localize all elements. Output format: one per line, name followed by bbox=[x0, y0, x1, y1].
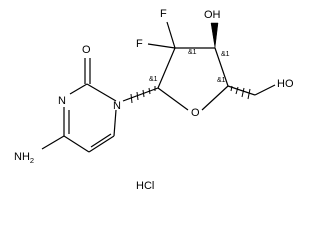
bond-n1-c1 bbox=[122, 87, 159, 102]
atom-o-carbonyl: O bbox=[82, 44, 91, 56]
atom-n3: N bbox=[58, 95, 66, 107]
bond-c2-f-left bbox=[147, 43, 176, 49]
bond-c6-n1 bbox=[113, 109, 117, 137]
nh2-base: NH bbox=[14, 151, 30, 163]
atom-oh-3: OH bbox=[204, 9, 221, 21]
bond-c4-c5 bbox=[63, 135, 90, 153]
stereo-c2: &1 bbox=[188, 49, 197, 56]
bond-c4-c5prime bbox=[227, 85, 256, 96]
hashed-wedge-c1-n1 bbox=[130, 86, 156, 104]
bond-oring-c1 bbox=[157, 87, 189, 111]
stereo-c4: &1 bbox=[217, 77, 226, 84]
stereo-c1: &1 bbox=[149, 76, 158, 83]
bond-c5prime-o bbox=[254, 84, 276, 96]
atom-nh2: NH2 bbox=[14, 151, 34, 165]
nh2-subscript: 2 bbox=[30, 156, 34, 165]
wedge-c3-oh bbox=[210, 22, 219, 49]
bonds bbox=[41, 21, 276, 153]
atom-o-ring: O bbox=[191, 107, 200, 119]
bond-c3-c4 bbox=[214, 47, 229, 87]
structure-diagram: O N N NH2 F F OH O HO &1 &1 &1 &1 HCl bbox=[14, 8, 294, 192]
atom-oh-5: HO bbox=[277, 78, 294, 90]
atom-f-top: F bbox=[160, 8, 167, 20]
atom-n1: N bbox=[113, 100, 121, 112]
bond-c5-c6 bbox=[88, 135, 115, 153]
bond-c2-n1 bbox=[86, 83, 117, 102]
bond-c5-c6-double bbox=[90, 133, 112, 148]
stereo-c3: &1 bbox=[221, 51, 230, 58]
atom-f-left: F bbox=[136, 38, 143, 50]
bond-c2-f-top bbox=[166, 21, 176, 49]
bond-c1-c2 bbox=[157, 47, 176, 89]
salt-label: HCl bbox=[136, 180, 154, 192]
bond-c4-nh2 bbox=[41, 135, 65, 150]
bond-c4-oring bbox=[201, 85, 229, 111]
hashed-wedge-c4-c5prime bbox=[230, 85, 251, 100]
bond-c2-n3 bbox=[69, 83, 88, 95]
